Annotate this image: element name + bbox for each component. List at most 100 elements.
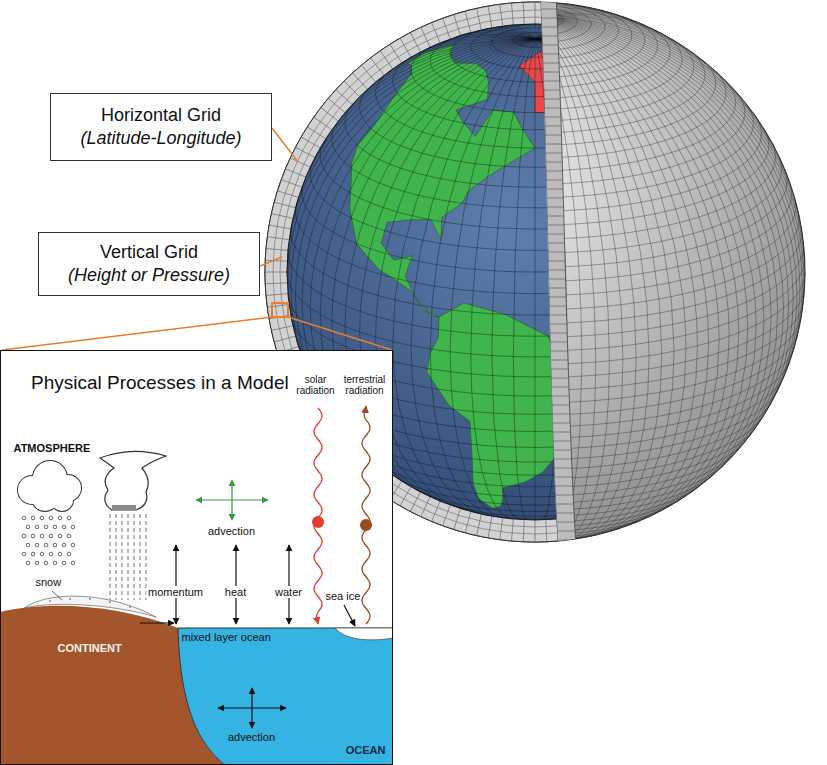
leader-line <box>344 605 355 626</box>
shell-grid-line <box>768 357 789 365</box>
snowflake <box>49 534 53 538</box>
shell-grid-line <box>500 4 503 26</box>
shell-grid-line <box>443 18 451 39</box>
shell-grid-line <box>286 169 306 177</box>
shell-grid-line <box>783 272 805 273</box>
shell-grid-line <box>775 202 796 208</box>
snowflake <box>22 552 26 556</box>
leader-line <box>2 317 272 350</box>
radiation-dot <box>360 519 372 531</box>
leader-line <box>52 591 62 600</box>
continent-shape <box>427 303 619 508</box>
grid-cell-highlight <box>272 303 288 317</box>
shell-grid-line <box>772 191 793 198</box>
shell-grid-line <box>454 509 461 530</box>
process-inset-panel: Physical Processes in a ModelATMOSPHEREs… <box>0 350 393 765</box>
shell-grid-line <box>390 44 402 63</box>
terrestrial-radiation-wave <box>362 406 370 624</box>
shell-grid-line <box>410 33 420 53</box>
shell-grid-line <box>668 44 680 63</box>
continent-edge <box>178 628 225 765</box>
rain-line <box>110 514 111 600</box>
shell-grid-line <box>703 73 718 89</box>
shell-grid-line <box>750 137 769 148</box>
snowflake <box>62 543 66 547</box>
shell-grid-line <box>567 518 570 540</box>
cloud-fill <box>51 489 73 511</box>
shell-grid-line <box>779 315 801 319</box>
snowflake <box>71 561 75 565</box>
sea-ice-patch <box>335 628 393 640</box>
shell-grid-line <box>535 2 536 24</box>
shell-grid-line <box>410 492 420 512</box>
snow-dot <box>109 601 111 603</box>
shell-grid-line <box>777 214 798 219</box>
flux-arrow <box>235 545 236 624</box>
shell-grid-line <box>668 481 680 500</box>
shell-grid-line <box>511 519 513 541</box>
shell-grid-line <box>764 169 784 177</box>
shell-grid-line <box>718 90 734 105</box>
flux-arrow <box>175 545 176 624</box>
shell-grid-line <box>432 501 440 521</box>
shell-grid-line <box>567 4 570 26</box>
shell-grid-line <box>783 282 805 284</box>
shell-grid-line <box>557 519 559 541</box>
shell-grid-line <box>488 516 492 538</box>
shell-grid-line <box>781 304 803 307</box>
snowflake <box>49 552 53 556</box>
shell-grid-line <box>620 18 628 39</box>
leader-line <box>288 317 392 350</box>
shell-grid-line <box>535 520 536 542</box>
shell-grid-line <box>686 58 699 75</box>
shell-grid-line <box>477 8 482 29</box>
ocean-water <box>178 628 393 765</box>
shell-grid-line <box>755 387 775 397</box>
grid-label-box: Horizontal Grid(Latitude-Longitude) <box>50 93 272 161</box>
shell-grid-line <box>477 514 482 535</box>
shell-grid-line <box>488 6 492 28</box>
shell-grid-line <box>755 147 775 157</box>
shell-grid-line <box>265 272 287 273</box>
snowflake <box>62 561 66 565</box>
snowflake <box>22 534 26 538</box>
snowflake <box>44 561 48 565</box>
shell-grid-line <box>718 440 734 455</box>
flux-label: momentum <box>146 586 205 598</box>
snowflake <box>58 516 62 520</box>
advection-arrow <box>251 688 252 728</box>
shell-grid-line <box>589 514 594 535</box>
region-label: ATMOSPHERE <box>14 442 91 454</box>
shell-grid-line <box>659 38 670 57</box>
shell-grid-line <box>782 248 804 250</box>
shell-grid-line <box>738 414 756 427</box>
rain-line <box>116 514 117 600</box>
shell-grid-line <box>271 326 292 331</box>
panel-title: Physical Processes in a Model <box>31 371 289 396</box>
storm-cloud <box>100 451 166 510</box>
snowflake <box>49 516 53 520</box>
shell-grid-line <box>589 8 594 29</box>
box-heading: Vertical Grid <box>100 241 198 264</box>
rain-line <box>128 514 129 600</box>
flux-arrow <box>288 545 289 624</box>
shell-grid-line <box>523 2 525 24</box>
shell-grid-line <box>732 423 749 436</box>
snowflake <box>53 525 57 529</box>
shell-grid-line <box>725 431 742 445</box>
snowflake <box>44 543 48 547</box>
snowflake <box>62 525 66 529</box>
snowflake <box>35 561 39 565</box>
shell-grid-line <box>274 202 295 208</box>
snowflake <box>71 525 75 529</box>
shell-grid-line <box>640 497 649 517</box>
layer-label: mixed layer ocean <box>182 631 271 643</box>
shell-grid-line <box>677 51 690 69</box>
shell-grid-line <box>650 33 660 53</box>
shell-grid-line <box>694 462 708 479</box>
shell-grid-line <box>725 98 742 112</box>
flux-label: water <box>273 586 304 598</box>
snowflake <box>67 534 71 538</box>
shell-grid-line <box>271 214 292 219</box>
shell-grid-line <box>290 158 310 167</box>
